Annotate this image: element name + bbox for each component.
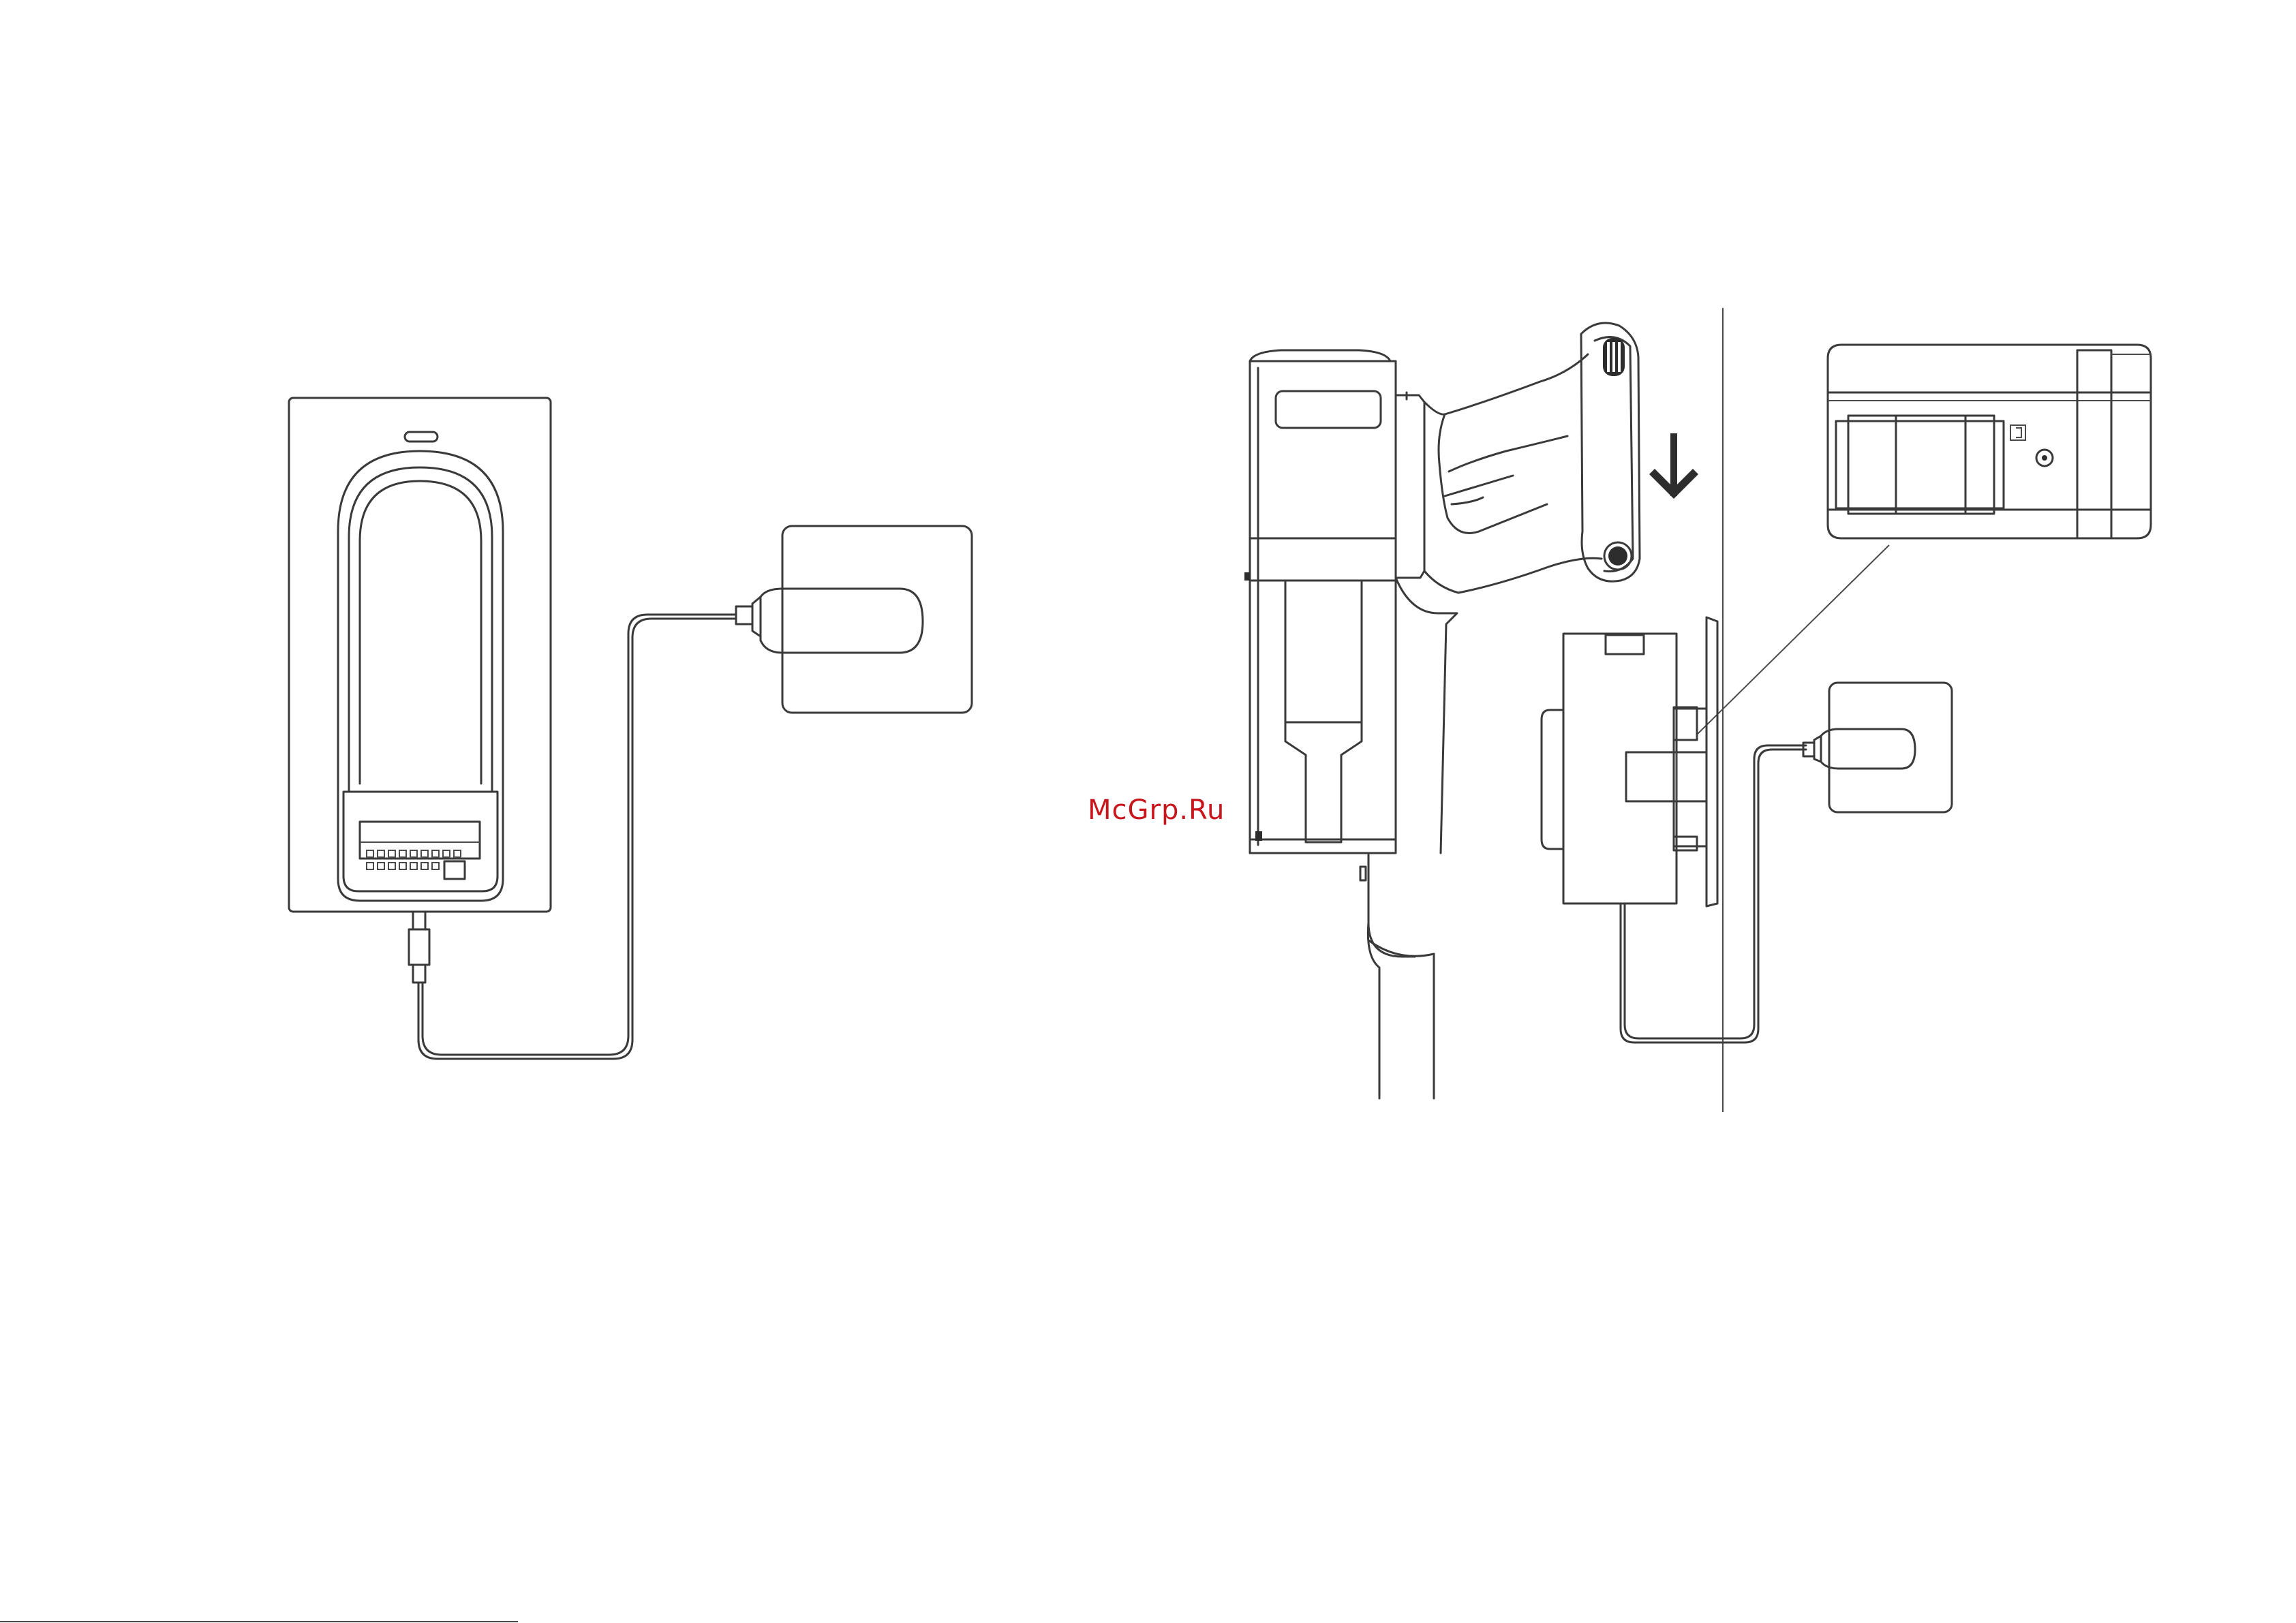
wall-power-adapter-right [1803,683,1952,812]
charging-cable-left [418,619,736,1059]
wall-power-adapter-left [736,526,972,713]
charging-cable-right [1621,749,1806,1042]
vacuum-handle-unit [1244,323,1640,1098]
watermark-text: McGrp.Ru [1088,794,1225,826]
wall-mount-bracket [1542,617,1717,906]
battery-charging-dock [289,398,551,983]
connector-pins [367,850,465,879]
detail-magnifier [1697,345,2151,735]
arrow-down-icon [1649,433,1698,499]
